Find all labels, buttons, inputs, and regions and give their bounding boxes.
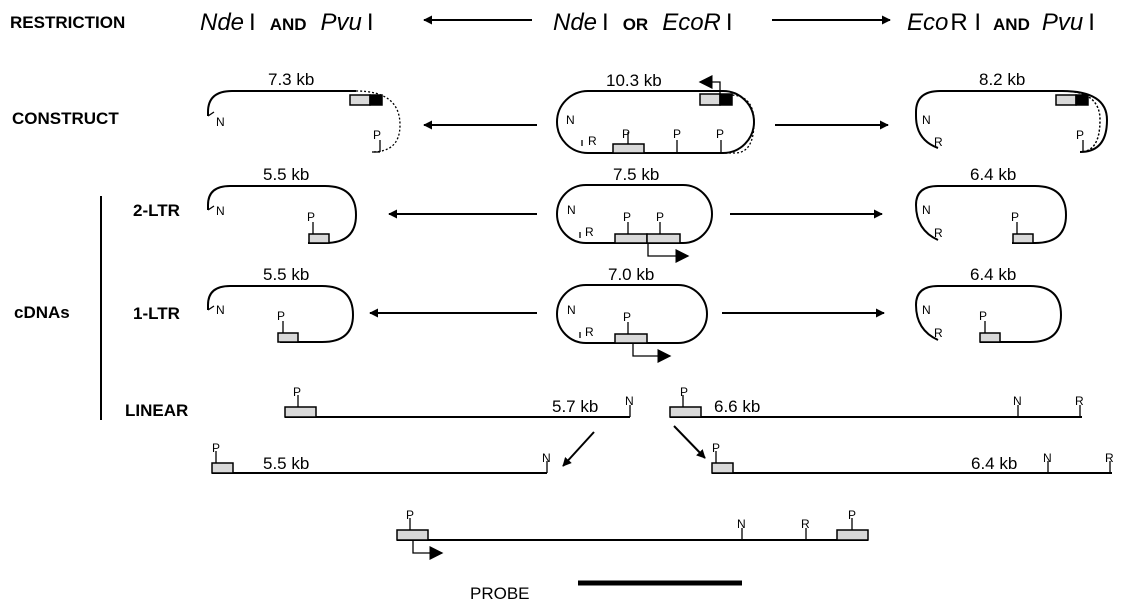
site-ecor: R	[585, 225, 594, 239]
two-ltr-center-plasmid: N R P P 7.5 kb	[556, 165, 713, 263]
product-left-size: 5.5 kb	[263, 454, 309, 473]
site-pvu: P	[680, 385, 688, 399]
product-right-size: 6.4 kb	[971, 454, 1017, 473]
site-pvu: P	[1011, 210, 1019, 224]
site-nde: N	[1043, 451, 1052, 465]
site-nde: N	[542, 451, 551, 465]
site-pvu: P	[656, 210, 664, 224]
construct-center-plasmid: N R P P P 10.3 kb	[556, 71, 755, 154]
linear-row-label: LINEAR	[125, 401, 188, 420]
site-pvu: P	[277, 309, 285, 323]
site-nde: N	[737, 517, 746, 531]
construct-left-size: 7.3 kb	[268, 70, 314, 89]
one-ltr-left-fragment: N P 5.5 kb	[207, 265, 355, 343]
site-nde: N	[922, 303, 931, 317]
site-pvu: P	[373, 128, 381, 142]
site-pvu: P	[1076, 128, 1084, 142]
site-pvu: P	[712, 441, 720, 455]
site-pvu: P	[406, 508, 414, 522]
site-pvu: P	[212, 441, 220, 455]
linear-right-down-arrow	[673, 425, 706, 459]
site-nde: N	[216, 115, 225, 129]
two-ltr-right-size: 6.4 kb	[970, 165, 1016, 184]
one-ltr-center-size: 7.0 kb	[608, 265, 654, 284]
product-left-fragment: P N 5.5 kb	[211, 441, 551, 474]
site-nde: N	[216, 204, 225, 218]
site-nde: N	[922, 203, 931, 217]
linear-left-down-arrow	[562, 431, 595, 467]
one-ltr-left-size: 5.5 kb	[263, 265, 309, 284]
linear-left-size: 5.7 kb	[552, 397, 598, 416]
site-nde: N	[922, 113, 931, 127]
product-right-fragment: P N R 6.4 kb	[711, 441, 1114, 474]
site-pvu: P	[623, 310, 631, 324]
site-ecor: R	[934, 226, 943, 240]
site-ecor: R	[585, 325, 594, 339]
site-pvu: P	[293, 385, 301, 399]
site-nde: N	[567, 203, 576, 217]
two-ltr-center-size: 7.5 kb	[613, 165, 659, 184]
construct-row-label: CONSTRUCT	[12, 109, 119, 128]
construct-left-fragment: N P 7.3 kb	[207, 70, 401, 153]
site-ecor: R	[1105, 451, 1114, 465]
cdnas-row-label: cDNAs	[14, 303, 70, 322]
site-ecor: R	[934, 135, 943, 149]
linear-left-fragment: P N 5.7 kb	[284, 385, 634, 418]
site-ecor: R	[934, 326, 943, 340]
site-pvu: P	[716, 127, 724, 141]
site-pvu: P	[307, 210, 315, 224]
site-pvu: P	[673, 127, 681, 141]
full-linear-map: P P N R	[396, 508, 869, 560]
site-nde: N	[216, 303, 225, 317]
one-ltr-right-fragment: N R P 6.4 kb	[915, 265, 1063, 343]
probe-label: PROBE	[470, 584, 530, 603]
two-ltr-right-fragment: N R P 6.4 kb	[915, 165, 1068, 244]
construct-right-fragment: N R P 8.2 kb	[915, 70, 1109, 153]
site-nde: N	[567, 303, 576, 317]
one-ltr-right-size: 6.4 kb	[970, 265, 1016, 284]
site-pvu: P	[979, 309, 987, 323]
one-ltr-row-label: 1-LTR	[133, 304, 180, 323]
site-ecor: R	[588, 134, 597, 148]
site-nde: N	[625, 394, 634, 408]
site-nde: N	[1013, 394, 1022, 408]
site-ecor: R	[1075, 394, 1084, 408]
construct-center-size: 10.3 kb	[606, 71, 662, 90]
site-pvu: P	[848, 508, 856, 522]
site-ecor: R	[801, 517, 810, 531]
linear-right-size: 6.6 kb	[714, 397, 760, 416]
two-ltr-left-fragment: N P 5.5 kb	[207, 165, 358, 244]
two-ltr-row-label: 2-LTR	[133, 201, 180, 220]
linear-right-fragment: P N R 6.6 kb	[669, 385, 1084, 418]
two-ltr-left-size: 5.5 kb	[263, 165, 309, 184]
one-ltr-center-plasmid: N R P 7.0 kb	[556, 265, 708, 363]
restriction-label: RESTRICTION	[10, 13, 125, 32]
site-nde: N	[566, 113, 575, 127]
site-pvu: P	[622, 127, 630, 141]
construct-right-size: 8.2 kb	[979, 70, 1025, 89]
site-pvu: P	[623, 210, 631, 224]
